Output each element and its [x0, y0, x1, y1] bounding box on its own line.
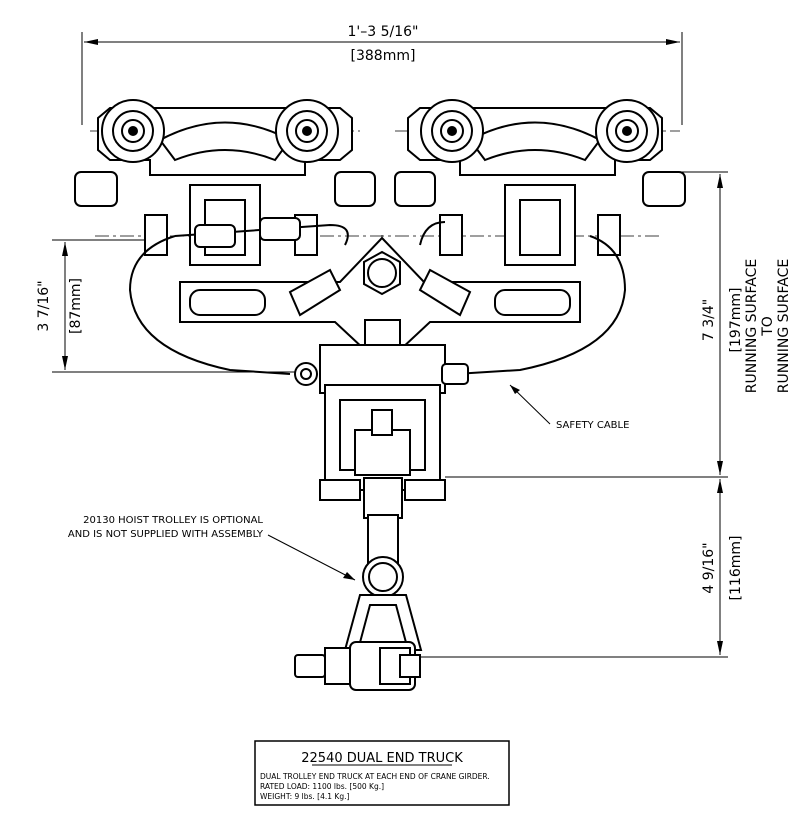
wheel — [101, 99, 165, 163]
equalizer-bar — [179, 236, 581, 351]
center-hanger — [294, 319, 469, 501]
title-block: 22540 DUAL END TRUCK DUAL TROLLEY END TR… — [254, 740, 510, 806]
right-height-mm-label: [197mm] — [728, 288, 744, 353]
right-height-label: 7 3/4" — [701, 299, 717, 341]
safety-cable-callout: SAFETY CABLE — [509, 384, 629, 431]
wheel — [420, 99, 484, 163]
lower-height-label: 4 9/16" — [701, 542, 717, 593]
lower-height-dimension: 4 9/16" [116mm] — [417, 479, 744, 658]
right-height-dimension: 7 3/4" [197mm] RUNNING SURFACE TO RUNNIN… — [445, 171, 792, 478]
title-block-title: 22540 DUAL END TRUCK — [301, 751, 463, 766]
overall-width-dimension: 1'–3 5/16" [388mm] — [81, 24, 683, 125]
title-block-line-1: DUAL TROLLEY END TRUCK AT EACH END OF CR… — [260, 772, 490, 781]
hoist-trolley-note-2: AND IS NOT SUPPLIED WITH ASSEMBLY — [68, 529, 264, 540]
hoist-trolley-callout: 20130 HOIST TROLLEY IS OPTIONAL AND IS N… — [68, 515, 356, 581]
wheel — [275, 99, 339, 163]
hoist-trolley-note-1: 20130 HOIST TROLLEY IS OPTIONAL — [83, 515, 263, 526]
lower-height-mm-label: [116mm] — [728, 536, 744, 601]
overall-width-mm-label: [388mm] — [351, 48, 416, 64]
safety-cable-label: SAFETY CABLE — [556, 420, 629, 431]
right-height-note-1: RUNNING SURFACE — [744, 259, 760, 393]
left-height-mm-label: [87mm] — [68, 278, 84, 334]
right-height-note-3: RUNNING SURFACE — [776, 259, 792, 393]
title-block-line-2: RATED LOAD: 1100 lbs. [500 Kg.] — [260, 782, 384, 791]
wheel — [595, 99, 659, 163]
left-height-label: 3 7/16" — [36, 280, 52, 331]
right-height-note-2: TO — [760, 316, 776, 337]
title-block-line-3: WEIGHT: 9 lbs. [4.1 Kg.] — [260, 792, 349, 801]
hoist-trolley — [294, 477, 423, 691]
overall-width-label: 1'–3 5/16" — [348, 24, 419, 40]
safety-cable — [128, 217, 627, 375]
